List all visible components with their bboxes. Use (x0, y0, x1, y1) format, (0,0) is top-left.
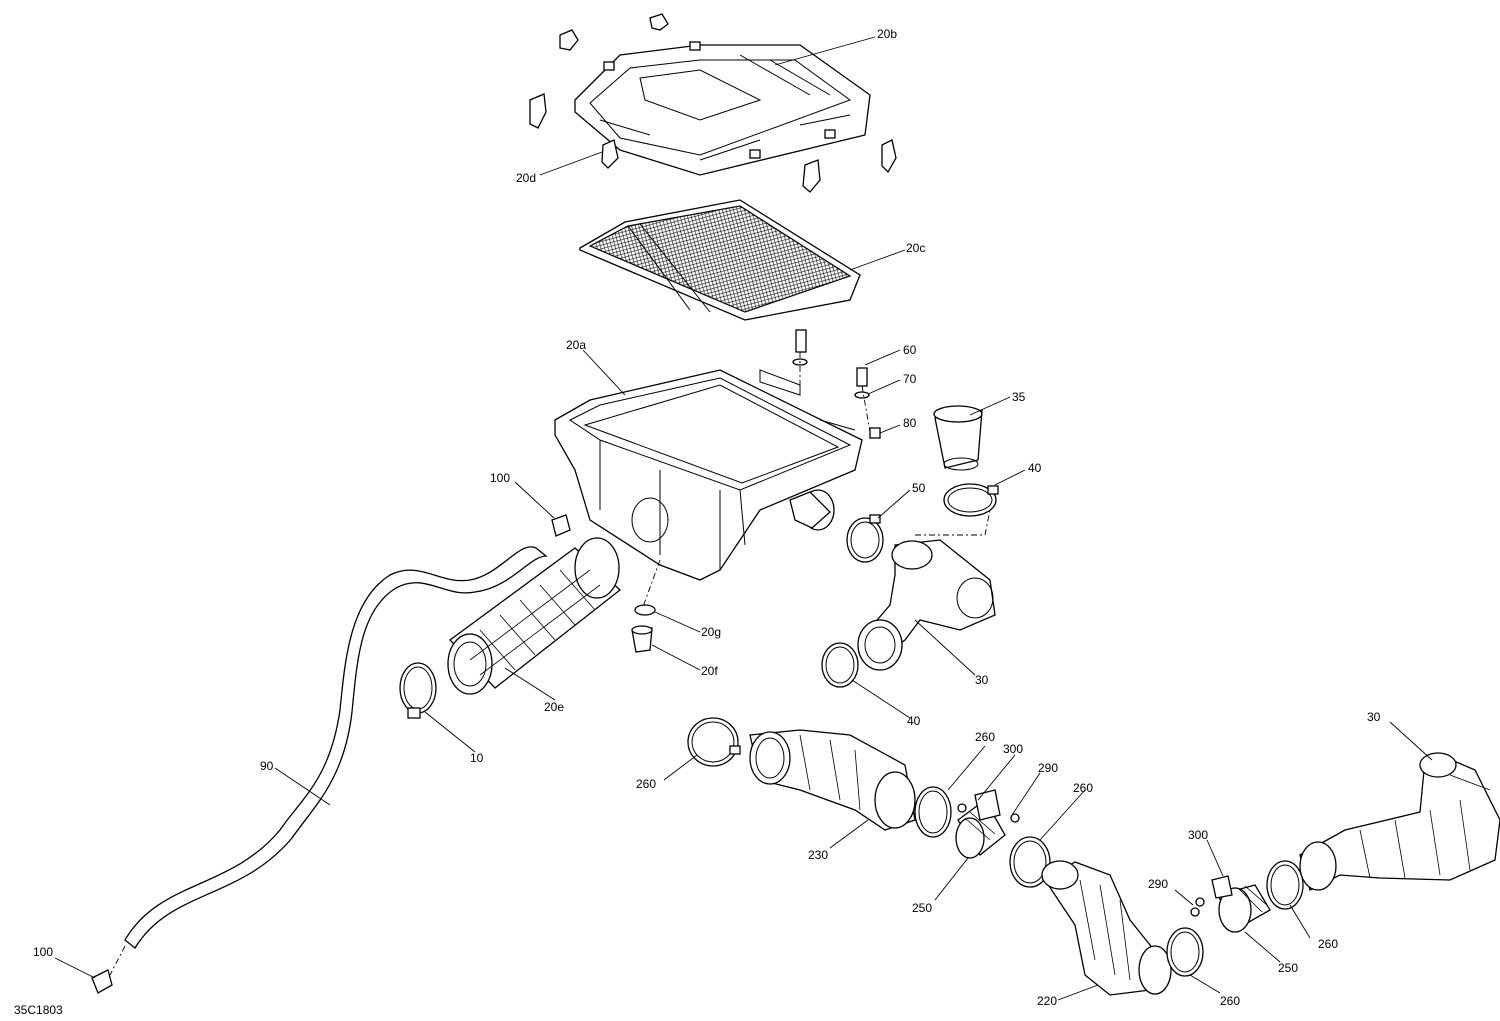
callout-300-right: 300 (1188, 828, 1208, 842)
callout-10: 10 (470, 751, 484, 765)
callout-35: 35 (1012, 390, 1026, 404)
callout-100-bottom: 100 (33, 945, 53, 959)
coupler-250-left (955, 789, 1020, 859)
air-filter (579, 199, 861, 321)
clamp-260-right (1009, 836, 1051, 888)
callout-20f: 20f (701, 664, 718, 678)
callout-20c: 20c (906, 241, 925, 255)
clamp-50 (846, 514, 884, 563)
callout-90: 90 (260, 759, 274, 773)
callout-60: 60 (903, 343, 917, 357)
clamp-260-lower (1166, 927, 1204, 977)
callout-20b: 20b (877, 27, 897, 41)
intake-tube-30-long (1299, 752, 1500, 891)
callout-30-right: 30 (1367, 710, 1381, 724)
callout-230: 230 (808, 848, 828, 862)
callout-40-top: 40 (1028, 461, 1042, 475)
callout-40-lower: 40 (907, 714, 921, 728)
callout-70: 70 (903, 372, 917, 386)
leader-lines (54, 36, 1433, 1001)
clamp-260-left (687, 717, 741, 767)
fitting-100-top (551, 514, 571, 537)
callout-250-right: 250 (1278, 961, 1298, 975)
callout-300-left: 300 (1003, 742, 1023, 756)
drain-parts (631, 604, 656, 653)
fitting-100-bottom (91, 969, 113, 994)
clamp-40-lower (821, 642, 859, 688)
callout-260-far: 260 (1318, 937, 1338, 951)
centerline-a (915, 509, 991, 536)
callout-50: 50 (912, 481, 926, 495)
callout-250-left: 250 (912, 901, 932, 915)
callout-labels: 20b 20d 20c 20a 60 70 80 35 40 50 100 20… (14, 27, 1381, 1017)
callout-20d: 20d (516, 171, 536, 185)
callout-80: 80 (903, 416, 917, 430)
callout-30-upper: 30 (975, 673, 989, 687)
elbow-230 (749, 729, 916, 831)
callout-290-right: 290 (1148, 877, 1168, 891)
callout-260-mid: 260 (975, 730, 995, 744)
airbox-base (554, 369, 863, 581)
cover-clips (529, 13, 897, 193)
callout-260-right: 260 (1073, 781, 1093, 795)
airbox-cover (574, 41, 871, 176)
elbow-220 (1041, 860, 1172, 996)
clamp-260-far (1266, 860, 1304, 910)
drain-hose (109, 546, 548, 976)
clamp-260-mid (914, 786, 952, 838)
callout-260-left: 260 (636, 777, 656, 791)
clamp-10 (399, 662, 437, 719)
fasteners (792, 329, 881, 439)
callout-20g: 20g (701, 625, 721, 639)
centerline-b (639, 559, 661, 616)
callout-100-top: 100 (490, 471, 510, 485)
callout-20a: 20a (566, 338, 586, 352)
diagram-code: 35C1803 (14, 1003, 63, 1017)
coupler-250-right (1190, 875, 1271, 933)
intake-snorkel (447, 537, 621, 695)
callout-260-lower: 260 (1220, 994, 1240, 1008)
clamp-40-top (943, 483, 999, 517)
callout-290-left: 290 (1038, 761, 1058, 775)
intake-cap (933, 405, 983, 471)
intake-tube-30 (857, 539, 996, 671)
callout-220: 220 (1037, 994, 1057, 1008)
callout-20e: 20e (544, 700, 564, 714)
